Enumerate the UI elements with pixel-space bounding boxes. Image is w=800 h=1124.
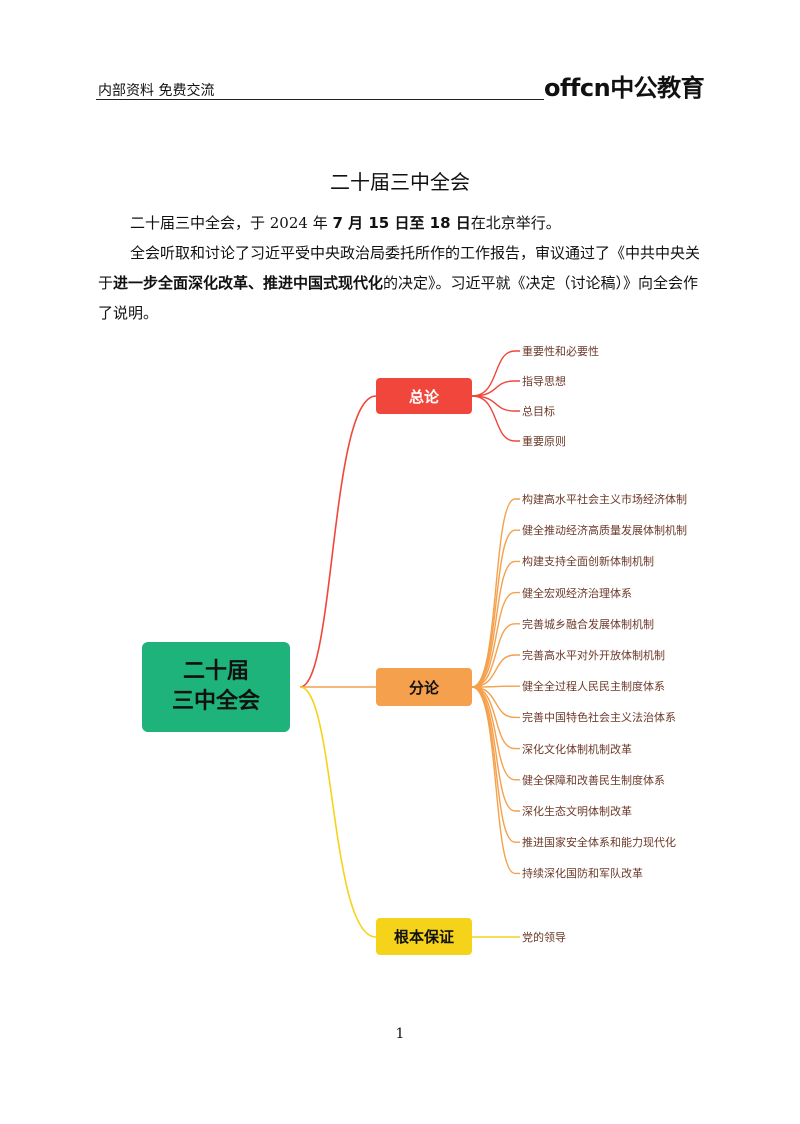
connector-line [471,685,520,688]
paragraph-2: 全会听取和讨论了习近平受中央政治局委托所作的工作报告，审议通过了《中共中央关于进… [98,244,701,322]
paragraph-1: 二十届三中全会，于 2024 年 7 月 15 日至 18 日在北京举行。 [130,214,561,232]
connector-line [471,395,520,442]
connector-line [471,686,520,719]
offcn-logo: offcn中公教育 [544,74,705,102]
mindmap-leaf: 持续深化国防和军队改革 [522,867,643,881]
connector-line [299,395,377,688]
connector-line [471,350,520,397]
connector-line [471,498,520,688]
branch-general: 总论 [376,378,472,414]
mindmap-leaf: 深化生态文明体制改革 [522,805,632,818]
mindmap-leaf: 健全全过程人民民主制度体系 [522,680,665,694]
mindmap-leaf: 构建支持全面创新体制机制 [522,555,654,569]
connector-line [471,529,520,688]
connector-line [471,686,520,843]
mindmap-leaf: 重要性和必要性 [522,345,599,358]
page-title: 二十届三中全会 [330,170,470,194]
mindmap-leaf: 重要原则 [522,435,566,448]
mindmap-leaf: 完善中国特色社会主义法治体系 [522,711,676,725]
connector-line [471,395,520,412]
mindmap-leaf: 完善城乡融合发展体制机制 [522,617,654,631]
connector-line [471,560,520,688]
mindmap-leaf: 深化文化体制机制改革 [522,742,632,756]
mindmap-leaf: 健全推动经济高质量发展体制机制 [522,524,687,538]
mindmap-leaf: 总目标 [522,405,555,418]
mindmap-leaf: 构建高水平社会主义市场经济体制 [522,493,687,506]
mindmap-leaf: 指导思想 [522,375,566,388]
mindmap-leaf: 完善高水平对外开放体制机制 [522,649,665,662]
mindmap-root: 二十届三中全会 [142,642,290,732]
connector-line [471,591,520,688]
mindmap-leaf: 推进国家安全体系和能力现代化 [522,836,676,850]
header-left-text: 内部资料 免费交流 [98,83,215,99]
connector-line [471,623,520,688]
mindmap-leaf: 健全宏观经济治理体系 [522,586,632,600]
connector-line [299,686,377,938]
connector-line [471,654,520,688]
branch-guarantee: 根本保证 [376,918,472,955]
mindmap-leaf: 健全保障和改善民生制度体系 [522,773,665,787]
page-number: 1 [395,1026,405,1042]
branch-specific: 分论 [376,668,472,706]
header-divider [96,99,544,100]
mindmap-leaf: 党的领导 [522,931,566,944]
connector-line [471,686,520,875]
connector-line [471,380,520,397]
